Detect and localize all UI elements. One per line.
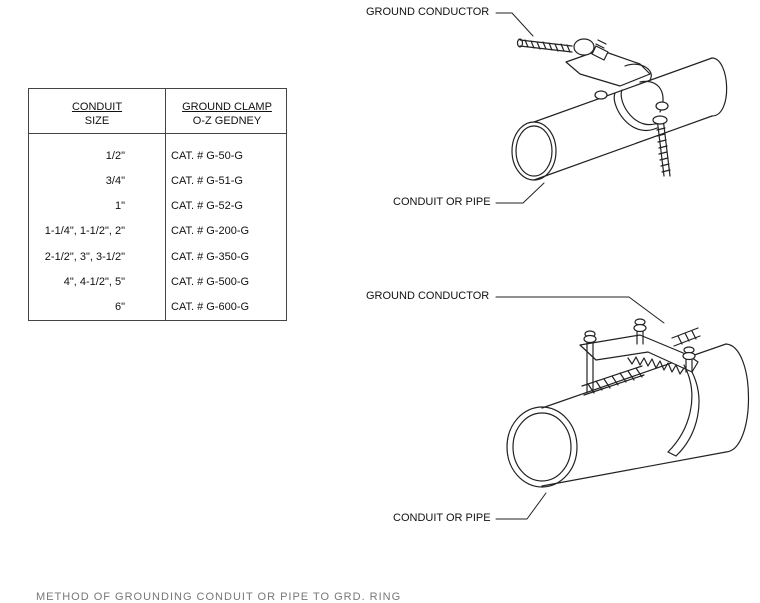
catalog-number-cell: CAT. # G-52-G bbox=[171, 200, 243, 212]
catalog-number-cell: CAT. # G-500-G bbox=[171, 276, 250, 288]
bottom-conduit-drawing bbox=[506, 343, 749, 488]
table-row: 1/2" CAT. # G-50-G bbox=[29, 150, 286, 164]
callout-ground-conductor-bottom: GROUND CONDUCTOR bbox=[366, 290, 490, 302]
ground-clamp-header: GROUND CLAMP O-Z GEDNEY bbox=[166, 100, 288, 128]
drawing-caption: METHOD OF GROUNDING CONDUIT OR PIPE TO G… bbox=[36, 591, 402, 603]
top-ground-conductor-drawing bbox=[516, 38, 607, 53]
table-row: 3/4" CAT. # G-51-G bbox=[29, 175, 286, 189]
conduit-size-cell: 1-1/4", 1-1/2", 2" bbox=[44, 225, 125, 237]
top-ground-clamp-drawing bbox=[565, 38, 671, 177]
conduit-size-cell: 6" bbox=[114, 301, 125, 313]
conduit-size-cell: 2-1/2", 3", 3-1/2" bbox=[44, 251, 125, 263]
catalog-number-cell: CAT. # G-600-G bbox=[171, 301, 250, 313]
catalog-number-cell: CAT. # G-350-G bbox=[171, 251, 250, 263]
bottom-ground-clamp-drawing bbox=[579, 318, 700, 457]
catalog-number-cell: CAT. # G-200-G bbox=[171, 225, 250, 237]
callout-ground-conductor-top: GROUND CONDUCTOR bbox=[366, 6, 490, 18]
table-column-divider bbox=[165, 89, 166, 320]
conduit-size-header: CONDUIT SIZE bbox=[29, 100, 165, 128]
table-header-divider bbox=[29, 133, 286, 134]
top-conduit-drawing bbox=[511, 57, 728, 181]
table-row: 4", 4-1/2", 5" CAT. # G-500-G bbox=[29, 276, 286, 290]
bottom-ground-conductor-drawing bbox=[581, 327, 701, 396]
callout-conduit-top: CONDUIT OR PIPE bbox=[393, 196, 491, 208]
table-row: 1-1/4", 1-1/2", 2" CAT. # G-200-G bbox=[29, 225, 286, 239]
table-row: 2-1/2", 3", 3-1/2" CAT. # G-350-G bbox=[29, 251, 286, 265]
catalog-number-cell: CAT. # G-51-G bbox=[171, 175, 243, 187]
callout-conduit-bottom: CONDUIT OR PIPE bbox=[393, 512, 491, 524]
clamp-selection-table: CONDUIT SIZE GROUND CLAMP O-Z GEDNEY 1/2… bbox=[28, 88, 287, 321]
conduit-header-line1: CONDUIT bbox=[71, 101, 123, 113]
conduit-size-cell: 4", 4-1/2", 5" bbox=[63, 276, 125, 288]
conduit-size-cell: 1" bbox=[114, 200, 125, 212]
conduit-size-cell: 3/4" bbox=[105, 175, 125, 187]
conduit-size-cell: 1/2" bbox=[105, 150, 125, 162]
clamp-header-line2: O-Z GEDNEY bbox=[192, 115, 262, 127]
catalog-number-cell: CAT. # G-50-G bbox=[171, 150, 243, 162]
leader-lines bbox=[495, 12, 665, 520]
table-row: 1" CAT. # G-52-G bbox=[29, 200, 286, 214]
clamp-header-line1: GROUND CLAMP bbox=[182, 101, 272, 113]
conduit-header-line2: SIZE bbox=[84, 115, 110, 127]
table-row: 6" CAT. # G-600-G bbox=[29, 301, 286, 315]
